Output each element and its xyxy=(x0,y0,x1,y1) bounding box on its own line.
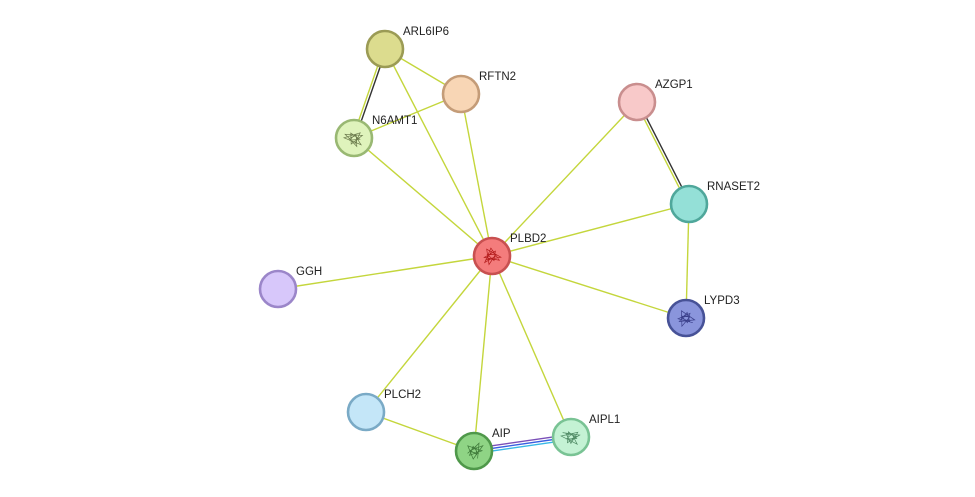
edge-line-textmining xyxy=(384,48,493,257)
edge-plbd2-arl6ip6[interactable] xyxy=(384,48,493,257)
edge-line-textmining xyxy=(365,255,493,413)
edge-plbd2-azgp1[interactable] xyxy=(491,101,638,257)
edge-line-textmining xyxy=(491,101,638,257)
node-circle[interactable] xyxy=(365,29,405,69)
edge-plbd2-lypd3[interactable] xyxy=(491,255,687,319)
node-label: RFTN2 xyxy=(479,71,516,83)
node-circle[interactable] xyxy=(334,118,374,158)
node-arl6ip6[interactable]: ARL6IP6 xyxy=(365,26,449,69)
node-label: ARL6IP6 xyxy=(403,26,449,38)
node-label: PLCH2 xyxy=(384,389,421,401)
node-circle[interactable] xyxy=(472,236,512,276)
protein-structure-icon xyxy=(677,310,696,328)
node-circle[interactable] xyxy=(441,74,481,114)
edge-line-textmining xyxy=(491,255,687,319)
edge-plbd2-aipl1[interactable] xyxy=(491,255,572,438)
node-circle[interactable] xyxy=(669,184,709,224)
node-aipl1[interactable]: AIPL1 xyxy=(551,414,620,457)
node-label: AIPL1 xyxy=(589,414,620,426)
node-label: RNASET2 xyxy=(707,181,760,193)
node-rnaset2[interactable]: RNASET2 xyxy=(669,181,760,224)
edge-line-textmining xyxy=(277,255,493,290)
edge-line-textmining xyxy=(353,137,493,257)
node-circle[interactable] xyxy=(617,82,657,122)
edge-line-textmining xyxy=(491,255,572,438)
edge-plbd2-aip[interactable] xyxy=(473,255,493,452)
node-circle[interactable] xyxy=(666,298,706,338)
edge-plbd2-plch2[interactable] xyxy=(365,255,493,413)
node-circle[interactable] xyxy=(454,431,494,471)
node-label: LYPD3 xyxy=(704,295,740,307)
node-label: PLBD2 xyxy=(510,233,546,245)
node-rftn2[interactable]: RFTN2 xyxy=(441,71,516,114)
node-ggh[interactable]: GGH xyxy=(258,266,322,309)
node-label: N6AMT1 xyxy=(372,115,417,127)
edge-line-textmining xyxy=(491,203,690,257)
protein-structure-icon xyxy=(342,132,364,148)
protein-structure-icon xyxy=(467,442,484,460)
edge-plbd2-n6amt1[interactable] xyxy=(353,137,493,257)
node-label: GGH xyxy=(296,266,322,278)
node-n6amt1[interactable]: N6AMT1 xyxy=(334,115,417,158)
node-circle[interactable] xyxy=(258,269,298,309)
node-circle[interactable] xyxy=(551,417,591,457)
edge-plbd2-ggh[interactable] xyxy=(277,255,493,290)
protein-structure-icon xyxy=(560,431,581,446)
protein-structure-icon xyxy=(483,247,502,266)
node-aip[interactable]: AIP xyxy=(454,428,511,471)
node-plbd2[interactable]: PLBD2 xyxy=(472,233,546,276)
node-plch2[interactable]: PLCH2 xyxy=(346,389,421,432)
node-azgp1[interactable]: AZGP1 xyxy=(617,79,693,122)
node-lypd3[interactable]: LYPD3 xyxy=(666,295,740,338)
edge-line-textmining xyxy=(473,255,493,452)
edge-plbd2-rftn2[interactable] xyxy=(460,93,493,257)
node-circle[interactable] xyxy=(346,392,386,432)
node-label: AIP xyxy=(492,428,511,440)
edge-line-textmining xyxy=(460,93,493,257)
node-label: AZGP1 xyxy=(655,79,693,91)
edge-plbd2-rnaset2[interactable] xyxy=(491,203,690,257)
